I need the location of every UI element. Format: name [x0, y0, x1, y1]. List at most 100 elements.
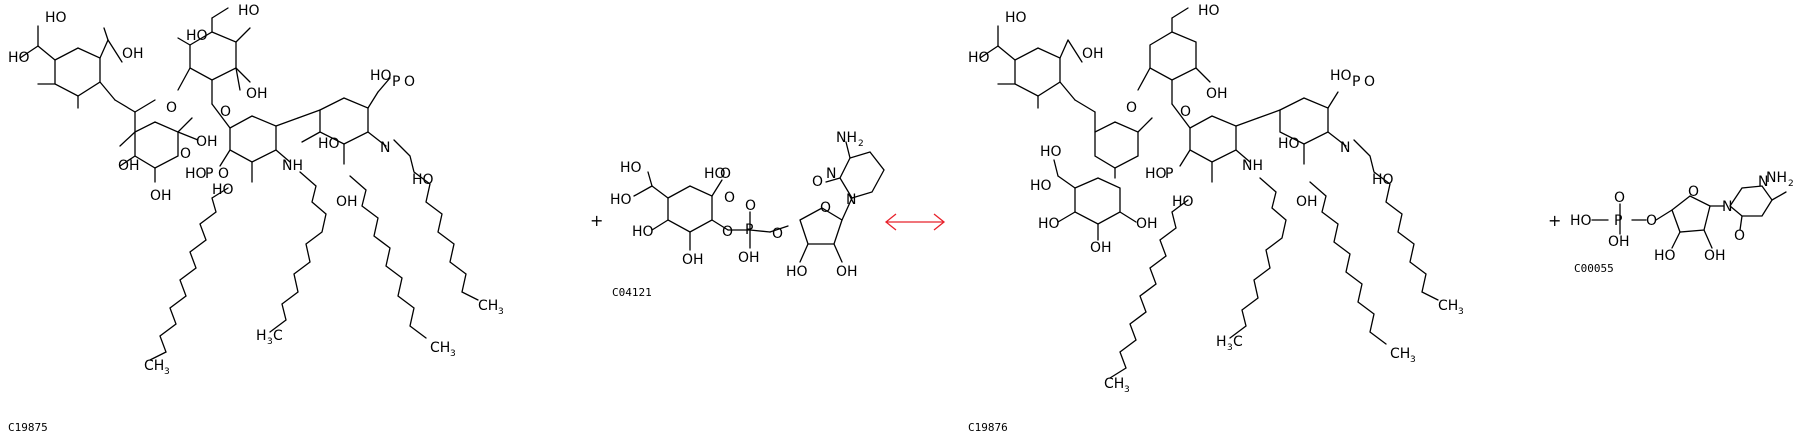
svg-text:P: P — [205, 166, 213, 182]
svg-text:OH: OH — [118, 158, 140, 174]
svg-text:NH: NH — [1766, 170, 1787, 186]
svg-text:HO: HO — [610, 192, 632, 208]
svg-text:3: 3 — [1458, 307, 1464, 317]
svg-text:OH: OH — [1296, 194, 1318, 210]
svg-text:HO: HO — [45, 10, 67, 26]
svg-text:OH: OH — [1082, 46, 1104, 62]
svg-text:HO: HO — [1654, 248, 1676, 264]
svg-text:O: O — [724, 190, 735, 206]
compound-label-C19876: C19876 — [968, 421, 1008, 434]
svg-text:OH: OH — [1608, 234, 1630, 250]
svg-text:HO: HO — [370, 68, 392, 84]
svg-text:OH: OH — [1704, 248, 1726, 264]
svg-text:O: O — [720, 166, 731, 182]
svg-text:HO: HO — [1570, 213, 1592, 229]
svg-text:3: 3 — [1410, 355, 1416, 365]
svg-text:3: 3 — [267, 337, 273, 347]
svg-text:O: O — [180, 146, 191, 162]
svg-text:OH: OH — [836, 264, 858, 280]
svg-text:3: 3 — [1227, 343, 1233, 353]
svg-text:H: H — [256, 328, 267, 344]
svg-text:HO: HO — [1330, 68, 1352, 84]
svg-text:O: O — [404, 74, 415, 90]
svg-text:HO: HO — [1145, 166, 1167, 182]
svg-text:O: O — [1364, 74, 1375, 90]
svg-text:CH: CH — [478, 298, 498, 314]
svg-text:O: O — [1614, 190, 1625, 206]
plus-sign-right: + — [1548, 211, 1561, 230]
svg-text:O: O — [820, 200, 831, 216]
svg-text:P: P — [1165, 166, 1173, 182]
svg-text:O: O — [166, 100, 177, 116]
svg-text:HO: HO — [318, 136, 340, 152]
svg-text:OH: OH — [122, 46, 144, 62]
svg-text:O: O — [812, 174, 823, 190]
svg-text:CH: CH — [1104, 376, 1124, 392]
svg-text:HO: HO — [620, 160, 642, 176]
compound-C00055-structure[interactable] — [1591, 185, 1787, 249]
svg-text:P: P — [1614, 213, 1622, 229]
svg-text:O: O — [772, 226, 783, 242]
svg-text:OH: OH — [336, 194, 358, 210]
svg-text:HO: HO — [1030, 178, 1052, 194]
svg-text:2: 2 — [1788, 179, 1794, 189]
svg-text:HO: HO — [8, 50, 30, 66]
svg-text:HO: HO — [1372, 172, 1394, 188]
svg-text:HO: HO — [186, 28, 208, 44]
svg-text:OH: OH — [150, 188, 172, 204]
svg-text:CH: CH — [144, 358, 164, 374]
svg-text:NH: NH — [836, 130, 857, 146]
svg-text:HO: HO — [1005, 10, 1027, 26]
svg-text:N: N — [1722, 199, 1732, 215]
svg-text:O: O — [1734, 228, 1745, 244]
svg-text:OH: OH — [1136, 216, 1158, 232]
svg-text:NH: NH — [1242, 158, 1263, 174]
compound-C19876-structure[interactable] — [979, 7, 1439, 379]
svg-text:OH: OH — [1206, 86, 1228, 102]
svg-text:HO: HO — [632, 224, 654, 240]
svg-text:CH: CH — [1438, 298, 1458, 314]
svg-text:H: H — [1216, 334, 1227, 350]
svg-text:C: C — [1233, 334, 1243, 350]
svg-text:OH: OH — [738, 250, 760, 266]
svg-text:HO: HO — [1278, 136, 1300, 152]
compound-C19875-atom-labels: HO HO OH HO HO OH O O O OH OH OH HO P O … — [8, 3, 504, 377]
svg-text:HO: HO — [238, 3, 260, 19]
compound-C19876-atom-labels: HO HO OH HO OH O O HO HO HO OH OH HO P N… — [968, 3, 1464, 395]
svg-text:HO: HO — [786, 264, 808, 280]
compound-C04121-atom-labels: HO HO O O HO HO OH O P O OH O O HO OH NH… — [610, 130, 864, 280]
reversible-reaction-arrow[interactable] — [884, 213, 946, 231]
svg-text:O: O — [722, 224, 733, 240]
svg-text:O: O — [218, 166, 229, 182]
svg-text:CH: CH — [1390, 346, 1410, 362]
svg-text:N: N — [380, 140, 390, 156]
compound-label-C19875: C19875 — [8, 421, 48, 434]
svg-text:HO: HO — [412, 172, 434, 188]
svg-text:NH: NH — [282, 158, 303, 174]
svg-text:P: P — [1352, 74, 1360, 90]
svg-text:HO: HO — [1040, 144, 1062, 160]
svg-text:HO: HO — [1038, 216, 1060, 232]
svg-text:P: P — [745, 222, 753, 238]
svg-text:OH: OH — [196, 134, 218, 150]
svg-text:O: O — [745, 198, 756, 214]
svg-text:OH: OH — [682, 252, 704, 268]
svg-text:3: 3 — [164, 367, 170, 377]
svg-text:2: 2 — [858, 139, 864, 149]
svg-text:3: 3 — [498, 307, 504, 317]
svg-text:HO: HO — [1172, 194, 1194, 210]
svg-text:CH: CH — [430, 340, 450, 356]
svg-text:O: O — [1688, 184, 1699, 200]
svg-text:HO: HO — [968, 50, 990, 66]
svg-text:OH: OH — [246, 86, 268, 102]
svg-text:3: 3 — [1124, 385, 1130, 395]
svg-text:HO: HO — [212, 182, 234, 198]
svg-text:OH: OH — [1090, 240, 1112, 256]
compound-C19875-structure[interactable] — [19, 7, 479, 361]
svg-text:N: N — [1758, 174, 1768, 190]
compound-C04121-structure[interactable] — [633, 141, 885, 263]
svg-text:N: N — [846, 192, 856, 208]
svg-text:HO: HO — [1198, 3, 1220, 19]
